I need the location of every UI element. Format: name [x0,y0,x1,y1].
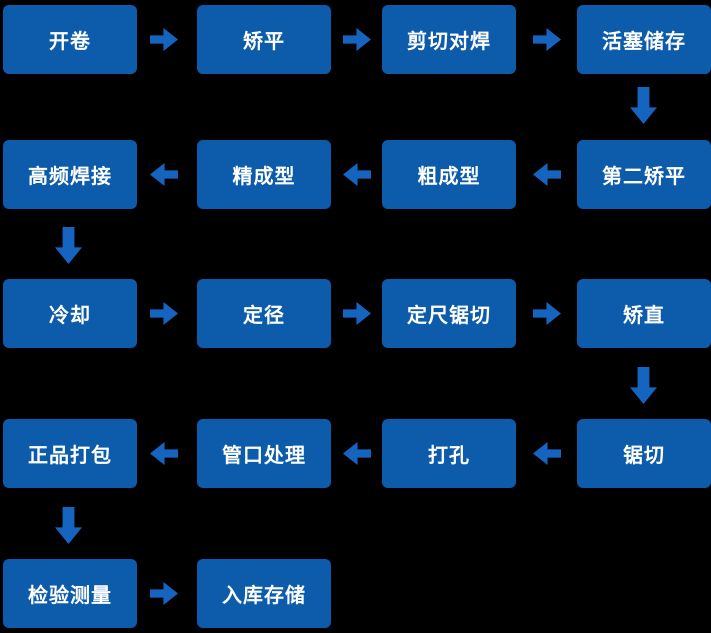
flow-node-inspection-measuring: 检验测量 [3,559,137,628]
flow-node-label: 检验测量 [28,585,112,607]
flow-node-sawing: 锯切 [577,419,711,488]
flow-node-label: 打孔 [428,445,470,467]
flow-node-label: 正品打包 [28,445,112,467]
flow-node-second-leveling: 第二矫平 [577,140,711,209]
flow-node-label: 锯切 [623,445,665,467]
flow-node-fine-forming: 精成型 [197,140,331,209]
arrow-left-icon [150,163,178,186]
arrow-right-icon [343,28,371,51]
flow-node-warehouse-storage: 入库存储 [197,559,331,628]
arrow-left-icon [343,163,371,186]
flow-node-label: 精成型 [232,166,296,188]
flow-node-hf-welding: 高频焊接 [3,140,137,209]
flow-node-pipe-end-treatment: 管口处理 [197,419,331,488]
arrow-left-icon [533,163,561,186]
flow-node-label: 高频焊接 [28,166,112,188]
arrow-right-icon [150,302,178,325]
flow-node-shear-butt-welding: 剪切对焊 [382,5,516,74]
flow-node-label: 冷却 [49,305,91,327]
flow-node-sizing: 定径 [197,279,331,348]
flow-node-accumulator-storage: 活塞储存 [577,5,711,74]
arrow-down-icon [55,507,82,544]
arrow-left-icon [533,442,561,465]
flow-node-label: 开卷 [49,31,91,53]
flow-node-label: 定尺锯切 [407,305,491,327]
flow-node-label: 管口处理 [222,445,306,467]
arrow-down-icon [630,87,657,124]
arrow-right-icon [533,302,561,325]
flow-node-leveling: 矫平 [197,5,331,74]
flow-node-label: 第二矫平 [602,166,686,188]
arrow-right-icon [343,302,371,325]
flow-node-rough-forming: 粗成型 [382,140,516,209]
flow-node-label: 活塞储存 [602,31,686,53]
flow-node-uncoiling: 开卷 [3,5,137,74]
arrow-down-icon [630,367,657,404]
flow-node-label: 定径 [243,305,285,327]
arrow-right-icon [150,582,178,605]
flow-node-label: 剪切对焊 [407,31,491,53]
flow-node-label: 矫平 [243,31,285,53]
arrow-right-icon [533,28,561,51]
arrow-right-icon [150,28,178,51]
flow-node-product-packing: 正品打包 [3,419,137,488]
arrow-left-icon [150,442,178,465]
flow-node-straightening: 矫直 [577,279,711,348]
flow-node-label: 矫直 [623,305,665,327]
flow-node-label: 粗成型 [417,166,481,188]
flow-node-cooling: 冷却 [3,279,137,348]
flow-node-drilling: 打孔 [382,419,516,488]
arrow-down-icon [55,227,82,264]
flow-node-cut-to-length-sawing: 定尺锯切 [382,279,516,348]
arrow-left-icon [343,442,371,465]
flow-node-label: 入库存储 [222,585,306,607]
